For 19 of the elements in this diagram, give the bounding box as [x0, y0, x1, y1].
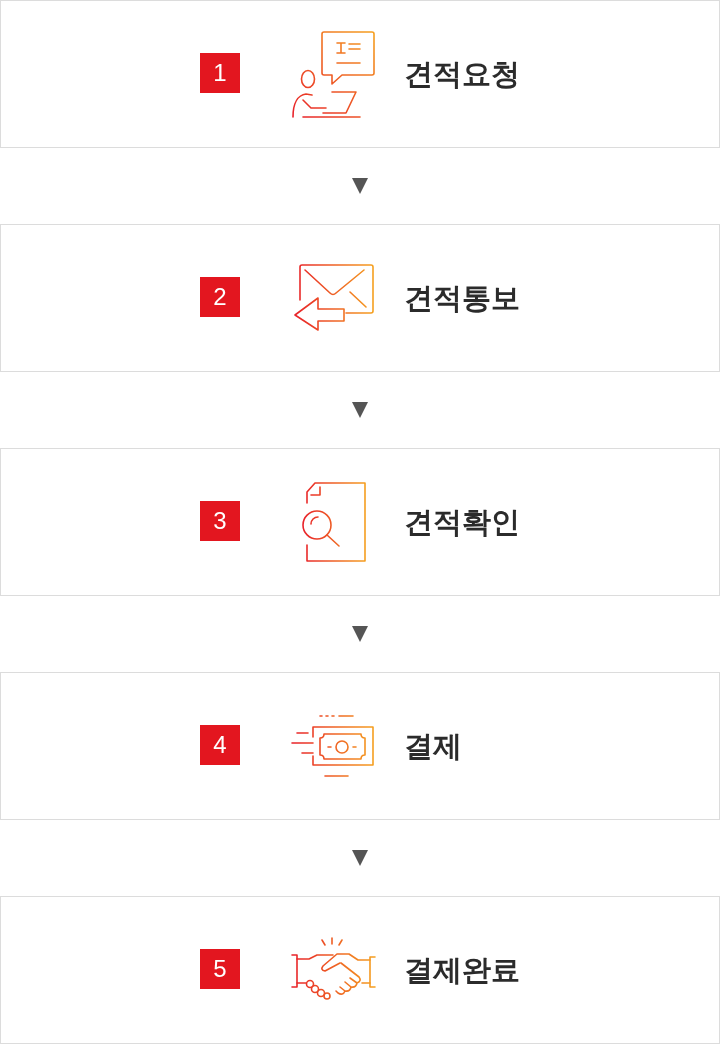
step-label: 견적확인: [404, 504, 520, 541]
step-label: 견적통보: [404, 280, 520, 317]
step-box: [0, 896, 720, 1044]
step-label: 결제: [404, 728, 462, 765]
step-box: [0, 672, 720, 820]
step-label: 견적요청: [404, 56, 520, 93]
number-badge: 5: [200, 949, 240, 989]
arrow: [352, 626, 368, 642]
step-label: 결제완료: [404, 952, 520, 989]
number-badge: 3: [200, 501, 240, 541]
step-box: [0, 224, 720, 372]
step-box: [0, 0, 720, 148]
number-badge: 4: [200, 725, 240, 765]
arrow: [352, 402, 368, 418]
arrow: [352, 178, 368, 194]
arrow: [352, 850, 368, 866]
number-badge: 1: [200, 53, 240, 93]
number-badge: 2: [200, 277, 240, 317]
step-box: [0, 448, 720, 596]
